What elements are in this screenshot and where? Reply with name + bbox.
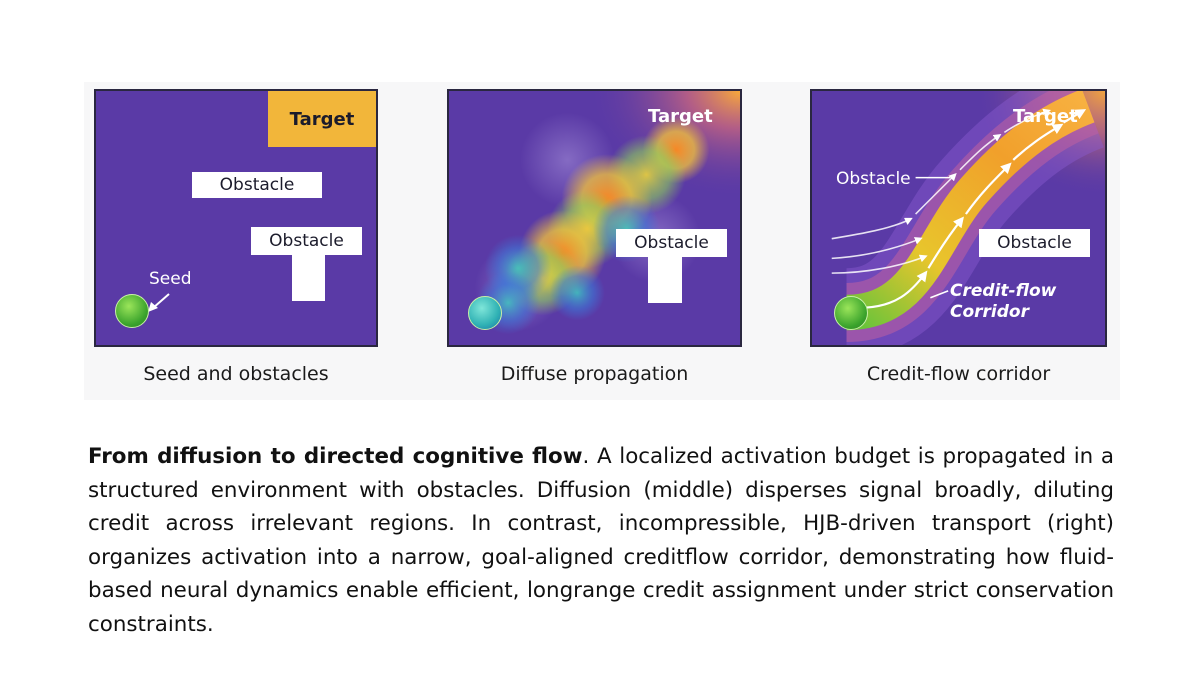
caption-panel-1: Seed and obstacles: [143, 363, 329, 385]
obstacle-label: Obstacle: [269, 231, 344, 251]
obstacle-post: [648, 257, 682, 303]
corridor-field: [831, 91, 1105, 345]
diffusion-field: [474, 91, 740, 335]
obstacle-label: Obstacle: [997, 233, 1072, 253]
seed-label: Seed: [149, 269, 192, 289]
seed-node: [468, 296, 502, 330]
corridor-label-line-1: Credit-flow: [950, 281, 1057, 301]
obstacle-callout-label: Obstacle: [836, 169, 911, 189]
panel-credit-flow-corridor: Target Obstacle Obstacle Credit-flow Cor…: [810, 89, 1107, 347]
seed-node: [834, 296, 868, 330]
obstacle: Obstacle: [979, 229, 1090, 257]
figure-caption-paragraph: From diffusion to directed cognitive flo…: [88, 440, 1114, 641]
target-region: Target: [268, 91, 376, 147]
target-label: Target: [289, 108, 355, 130]
paragraph-title: From diffusion to directed cognitive flo…: [88, 444, 583, 469]
panel-diffuse-propagation: Target Obstacle: [447, 89, 742, 347]
paragraph-body: . A localized activation budget is propa…: [88, 444, 1114, 637]
obstacle-label: Obstacle: [634, 233, 709, 253]
seed-arrow: [148, 293, 170, 312]
panel-seed-and-obstacles: Target Obstacle Obstacle Seed: [94, 89, 378, 347]
corridor-label-line-2: Corridor: [950, 302, 1029, 322]
target-label: Target: [1013, 106, 1078, 127]
obstacle-2: Obstacle: [251, 227, 362, 255]
caption-panel-3: Credit-flow corridor: [866, 363, 1051, 385]
caption-panel-2: Diffuse propagation: [500, 363, 689, 385]
obstacle-post: [292, 255, 325, 301]
target-label: Target: [648, 106, 713, 127]
obstacle-1: Obstacle: [192, 172, 322, 198]
seed-node: [115, 294, 149, 328]
obstacle: Obstacle: [616, 229, 727, 257]
obstacle-label: Obstacle: [219, 175, 295, 195]
